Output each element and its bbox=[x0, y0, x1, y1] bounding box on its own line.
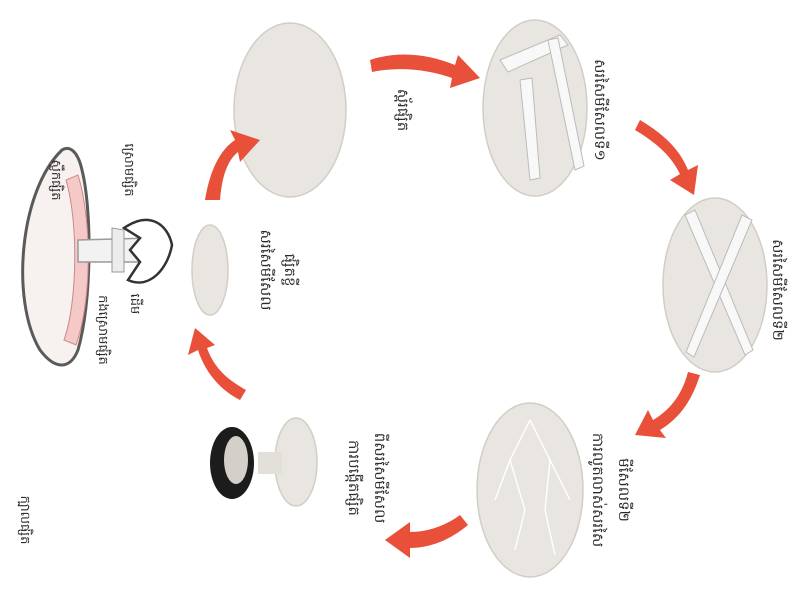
label-secondary-mycelium: សរសៃមីសែលទី២ bbox=[769, 239, 787, 341]
arrow-network-to-button bbox=[385, 515, 468, 558]
spore-stage-oval bbox=[234, 23, 346, 197]
label-button-2: ពីសរសៃមីសែល bbox=[371, 433, 389, 523]
arrow-primary-to-secondary bbox=[635, 120, 698, 195]
label-primary-mycelium: សរសៃមីសែលទី១ bbox=[591, 59, 609, 161]
label-button-1: ការបង្កើតផ្សិត bbox=[345, 440, 363, 516]
label-spores: ស្ព័រផ្សិត bbox=[394, 89, 412, 132]
label-gills: ស្លឹកផ្សិត bbox=[46, 159, 64, 200]
mushroom-ring bbox=[112, 228, 124, 272]
label-network-1: ការលូតលាស់សរសៃ bbox=[589, 433, 607, 547]
arrow-secondary-to-network bbox=[635, 372, 700, 438]
young-mushroom-disc bbox=[192, 225, 228, 315]
label-stem: ដើម bbox=[125, 294, 143, 315]
mushroom-volva bbox=[124, 220, 172, 283]
label-volva: ស្រោមផ្សិត bbox=[119, 143, 137, 196]
label-cap: ក្បាលផ្សិត bbox=[15, 496, 33, 545]
label-young-mycelium-2: ផ្សិតខ្ចី bbox=[281, 253, 299, 286]
button-stage bbox=[210, 418, 317, 506]
arrow-spores-to-primary bbox=[370, 55, 480, 88]
label-network-2: មីសែលទី២ bbox=[615, 458, 633, 522]
mycelium-network-oval bbox=[477, 403, 583, 577]
label-young-mycelium-1: សរសៃមីសែល bbox=[257, 230, 275, 311]
label-ring: កងស្រោមផ្សិត bbox=[93, 295, 111, 365]
arrow-button-to-young bbox=[188, 328, 246, 400]
